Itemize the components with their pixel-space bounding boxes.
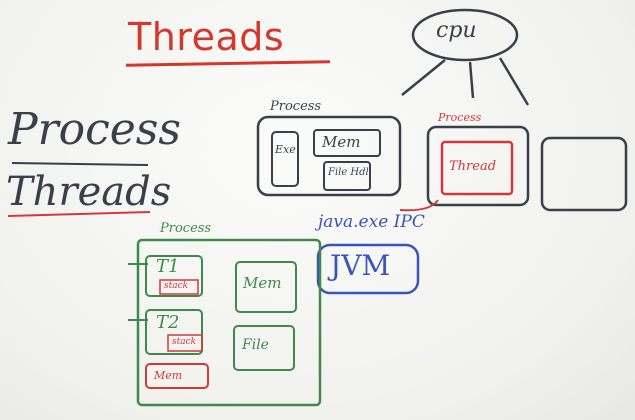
- jvm-label: JVM: [330, 249, 391, 282]
- thread-box: [440, 140, 514, 196]
- cpu-line-right: [498, 57, 530, 106]
- t2-label: T2: [156, 312, 180, 333]
- green-mem-label: Mem: [243, 274, 282, 292]
- t1-stack-box: [159, 279, 199, 295]
- red-process-box: [426, 125, 530, 207]
- green-process-label: Process: [160, 221, 212, 236]
- green-file-box: [233, 325, 295, 371]
- t1-label: T1: [156, 256, 180, 277]
- green-mem-box: [235, 261, 297, 313]
- code-box: [271, 131, 299, 187]
- cpu-label: cpu: [436, 18, 477, 43]
- t1-stack-label: stack: [164, 281, 189, 291]
- t2-box: [145, 309, 203, 355]
- board-title: Threads: [128, 15, 285, 59]
- cpu-line-mid: [468, 61, 475, 99]
- jvm-box: [316, 243, 420, 295]
- green-bottom-box: [145, 363, 209, 389]
- threads-underline: [7, 211, 151, 217]
- t2-stack-box: [167, 334, 203, 352]
- process-box: [256, 115, 402, 197]
- mem-label: Mem: [322, 133, 361, 151]
- cpu-line-left: [401, 59, 446, 96]
- left-process-label: Process: [8, 104, 181, 155]
- java-exe-ipc-label: java.exe IPC: [318, 212, 425, 232]
- empty-process-box: [540, 136, 628, 212]
- ipc-arrow: [399, 199, 439, 212]
- process-box-label: Process: [270, 99, 322, 114]
- file-box: [323, 161, 371, 191]
- cpu-circle: [411, 8, 519, 62]
- t2-stack-label: stack: [172, 337, 197, 347]
- mem-box: [313, 129, 381, 157]
- code-label: Exe: [275, 143, 296, 156]
- green-file-label: File: [242, 337, 269, 353]
- green-process-box: [136, 238, 322, 407]
- file-label: File Hdl: [328, 167, 369, 178]
- thread-label: Thread: [449, 159, 497, 174]
- green-bottom-label: Mem: [154, 369, 183, 382]
- process-underline: [11, 162, 149, 166]
- t1-box: [145, 255, 203, 297]
- left-threads-label: Threads: [6, 169, 172, 215]
- red-process-label: Process: [438, 111, 482, 124]
